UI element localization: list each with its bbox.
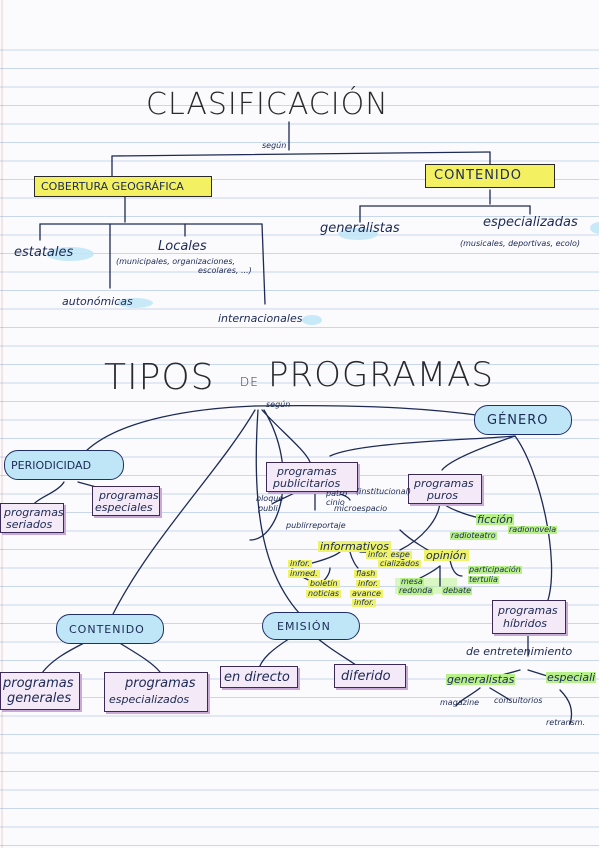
diferido-box: diferido bbox=[334, 664, 406, 688]
participacion-label: participación bbox=[468, 565, 522, 574]
highlight-blob bbox=[46, 247, 94, 261]
infor-inmed-line1: infor. bbox=[288, 559, 313, 568]
cobertura-geografica-label: COBERTURA GEOGRÁFICA bbox=[41, 180, 184, 193]
patrocinio-note: (institucional) bbox=[356, 487, 411, 496]
ruled-lines bbox=[0, 49, 599, 846]
highlight-blob bbox=[590, 222, 599, 234]
tipos-title-a: TIPOS bbox=[104, 357, 215, 398]
contenido-label: CONTENIDO bbox=[434, 168, 522, 183]
tertulia-label: tertulia bbox=[468, 575, 499, 584]
flash-infor-line1: flash bbox=[354, 569, 378, 578]
periodicidad-cloud: PERIODICIDAD bbox=[4, 450, 124, 480]
avance-infor-line1: avance bbox=[350, 589, 383, 598]
genero-label: GÉNERO bbox=[487, 413, 549, 428]
emision-label: EMISIÓN bbox=[277, 620, 331, 633]
programas-publicitarios-box: programas publicitarios bbox=[266, 462, 358, 492]
highlight-blob bbox=[302, 315, 322, 325]
highlight-blob bbox=[117, 298, 153, 308]
hibridos-line2: híbridos bbox=[503, 617, 548, 630]
generalistas-label: generalistas bbox=[320, 221, 400, 236]
programas-especializados-box: programas especializados bbox=[104, 672, 208, 712]
de-entretenimiento-label: de entretenimiento bbox=[466, 645, 573, 658]
microespacio-label: microespacio bbox=[334, 504, 388, 513]
informativos-label: informativos bbox=[318, 540, 391, 553]
programas-especializados-line1: programas bbox=[125, 676, 196, 691]
publicitarios-line2: publicitarios bbox=[273, 477, 341, 490]
diferido-label: diferido bbox=[341, 669, 391, 684]
clasificacion-title: CLASIFICACIÓN bbox=[146, 87, 389, 122]
locales-note-2: escolares, ...) bbox=[198, 266, 252, 275]
hibridos-generalistas-label: generalistas bbox=[446, 673, 516, 686]
autonomicas-label: autonómicas bbox=[62, 295, 133, 308]
en-directo-label: en directo bbox=[224, 670, 290, 685]
magazine-label: magazine bbox=[440, 698, 480, 707]
retransm-label: retransm. bbox=[546, 718, 586, 727]
hibridos-line1: programas bbox=[498, 604, 558, 617]
patrocinio-line1: patro bbox=[326, 489, 348, 498]
programas-especiales-line2: especiales bbox=[95, 501, 153, 514]
estatales-label: estatales bbox=[14, 245, 74, 260]
especializadas-note: (musicales, deportivas, ecolo) bbox=[460, 239, 581, 248]
mesa-redonda-line1: mesa bbox=[400, 577, 424, 586]
programas-especializados-line2: especializados bbox=[109, 693, 190, 706]
genero-cloud: GÉNERO bbox=[474, 405, 572, 435]
highlight-blob bbox=[338, 228, 378, 240]
especializadas-label: especializadas bbox=[483, 215, 578, 230]
tipos-segun-label: según bbox=[266, 400, 291, 409]
contenido-box: CONTENIDO bbox=[425, 164, 555, 188]
programas-generales-box: programas generales bbox=[0, 672, 80, 710]
emision-cloud: EMISIÓN bbox=[262, 612, 360, 640]
cobertura-geografica-box: COBERTURA GEOGRÁFICA bbox=[34, 176, 212, 197]
info-especialidad-line2: cializados bbox=[378, 559, 422, 568]
info-especialidad-line1: infor. espe bbox=[366, 550, 412, 559]
programas-hibridos-box: programas híbridos bbox=[492, 600, 566, 634]
en-directo-box: en directo bbox=[220, 666, 298, 688]
opinion-label: opinión bbox=[424, 549, 469, 562]
mesa-redonda-line2: redonda bbox=[398, 586, 434, 595]
radionovela-label: radionovela bbox=[508, 525, 558, 534]
programas-seriados-line2: seriados bbox=[6, 518, 53, 531]
puros-line2: puros bbox=[427, 489, 458, 502]
programas-especiales-box: programas especiales bbox=[92, 486, 160, 516]
tipos-title-de: DE bbox=[240, 375, 259, 389]
locales-label: Locales bbox=[158, 239, 207, 254]
programas-seriados-box: programas seriados bbox=[0, 503, 64, 533]
programas-puros-box: programas puros bbox=[408, 474, 482, 504]
bloque-publi-line1: bloque bbox=[256, 494, 284, 503]
flash-infor-line2: infor. bbox=[356, 579, 381, 588]
programas-seriados-line1: programas bbox=[4, 506, 64, 519]
consultorios-label: consultorios bbox=[494, 696, 543, 705]
publirreportaje-label: publirreportaje bbox=[286, 521, 346, 530]
boletin-noticias-line2: noticias bbox=[306, 589, 342, 598]
programas-generales-line2: generales bbox=[7, 691, 72, 706]
debate-label: debate bbox=[442, 586, 473, 595]
periodicidad-label: PERIODICIDAD bbox=[11, 459, 92, 472]
internacionales-label: internacionales bbox=[218, 312, 303, 325]
locales-note-1: (municipales, organizaciones, bbox=[116, 257, 236, 266]
bloque-publi-line2: publi bbox=[258, 504, 278, 513]
contenido-cloud: CONTENIDO bbox=[56, 614, 164, 644]
tipos-contenido-label: CONTENIDO bbox=[69, 623, 145, 636]
segun-label: según bbox=[262, 141, 287, 150]
patrocinio-line2: cinio bbox=[326, 498, 345, 507]
puros-line1: programas bbox=[414, 477, 474, 490]
hibridos-especiali-label: especiali bbox=[546, 671, 597, 684]
programas-generales-line1: programas bbox=[3, 676, 74, 691]
publicitarios-line1: programas bbox=[277, 465, 337, 478]
infor-inmed-line2: inmed. bbox=[288, 569, 320, 578]
boletin-noticias-line1: boletín bbox=[308, 579, 340, 588]
ficcion-label: ficción bbox=[476, 513, 514, 526]
programas-especiales-line1: programas bbox=[99, 489, 159, 502]
radioteatro-label: radioteatro bbox=[450, 531, 497, 540]
avance-infor-line2: infor. bbox=[352, 598, 377, 607]
tipos-title-b: PROGRAMAS bbox=[268, 355, 494, 395]
